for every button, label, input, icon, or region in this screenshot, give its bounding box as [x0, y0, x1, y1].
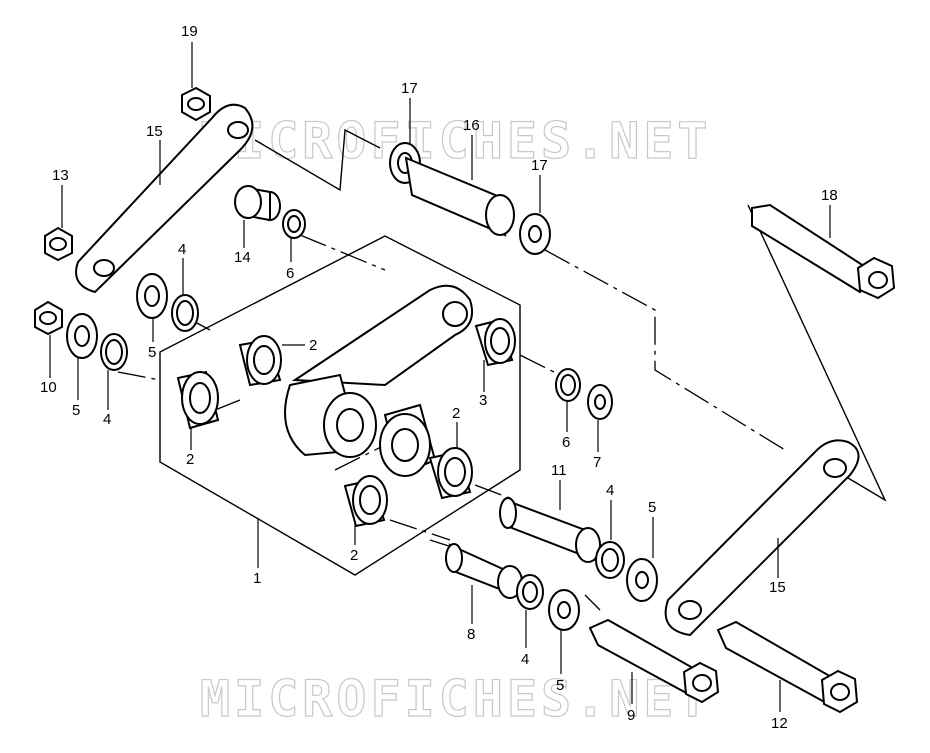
washer-5-mid: [626, 558, 658, 602]
axis-lines: [117, 234, 786, 611]
callout-12: 12: [771, 715, 788, 732]
washer-5-low: [548, 589, 580, 631]
link-line-top: [254, 128, 381, 192]
callout-13: 13: [52, 167, 69, 184]
bearing-2-a: [176, 370, 220, 430]
seal-4-left: [100, 333, 128, 371]
callout-4-low: 4: [521, 651, 529, 668]
sleeve-8: [445, 543, 523, 599]
callout-7: 7: [593, 454, 601, 471]
nut-19: [181, 86, 211, 122]
callout-2-d: 2: [350, 547, 358, 564]
seal-4-low: [516, 574, 544, 610]
bearing-2-d: [343, 475, 388, 528]
washer-17-lower: [519, 213, 551, 255]
washer-5-upper: [136, 273, 168, 319]
link-line-right: [747, 204, 887, 502]
washer-7: [587, 384, 613, 420]
bolt-9: [588, 618, 720, 704]
callout-1: 1: [253, 570, 261, 587]
callout-6-top: 6: [286, 265, 294, 282]
assembly-box: [159, 235, 521, 576]
seal-4-upper: [171, 294, 199, 332]
sleeve-16: [404, 156, 515, 237]
callout-4-upper: 4: [178, 241, 186, 258]
link-body: [284, 284, 474, 477]
seal-6-right: [555, 368, 581, 402]
callout-5-left: 5: [72, 402, 80, 419]
callout-8: 8: [467, 626, 475, 643]
callout-17-upper: 17: [401, 80, 418, 97]
callout-5-upper: 5: [148, 344, 156, 361]
seal-6-top: [282, 209, 306, 239]
callout-16: 16: [463, 117, 480, 134]
bolt-12: [716, 620, 859, 714]
watermark-bottom: MICROFICHES.NET: [200, 670, 712, 728]
rod-15-top: [75, 103, 254, 294]
bearing-2-c: [428, 447, 473, 500]
callout-19: 19: [181, 23, 198, 40]
rod-15-right: [664, 439, 860, 637]
callout-2-a: 2: [186, 451, 194, 468]
callout-15-right: 15: [769, 579, 786, 596]
callout-11: 11: [551, 462, 567, 479]
callout-6-right: 6: [562, 434, 570, 451]
callout-2-c: 2: [452, 405, 460, 422]
callout-4-mid: 4: [606, 482, 614, 499]
callout-15-top: 15: [146, 123, 163, 140]
callout-9: 9: [627, 707, 635, 724]
seal-4-mid: [595, 541, 625, 579]
callout-17-lower: 17: [531, 157, 548, 174]
washer-5-left: [66, 313, 98, 359]
callout-4-left: 4: [103, 411, 111, 428]
nut-13: [44, 226, 73, 262]
callout-14: 14: [234, 249, 251, 266]
callout-2-b: 2: [309, 337, 317, 354]
callout-5-mid: 5: [648, 499, 656, 516]
leader-lines: [49, 42, 831, 712]
callout-18: 18: [821, 187, 838, 204]
watermark-top: MICROFICHES.NET: [200, 112, 712, 170]
nut-10: [34, 300, 63, 336]
callout-5-low: 5: [556, 677, 564, 694]
sleeve-11: [499, 497, 601, 563]
bearing-2-b: [238, 335, 282, 387]
callout-3: 3: [479, 392, 487, 409]
collar-14: [234, 185, 281, 222]
callout-10: 10: [40, 379, 57, 396]
bolt-18: [751, 203, 896, 300]
callout-labels: 19 15 13 14 6 4 5 10 5 4 2 2 3 2 2 1 17 …: [40, 23, 838, 732]
bearing-3: [474, 318, 516, 367]
